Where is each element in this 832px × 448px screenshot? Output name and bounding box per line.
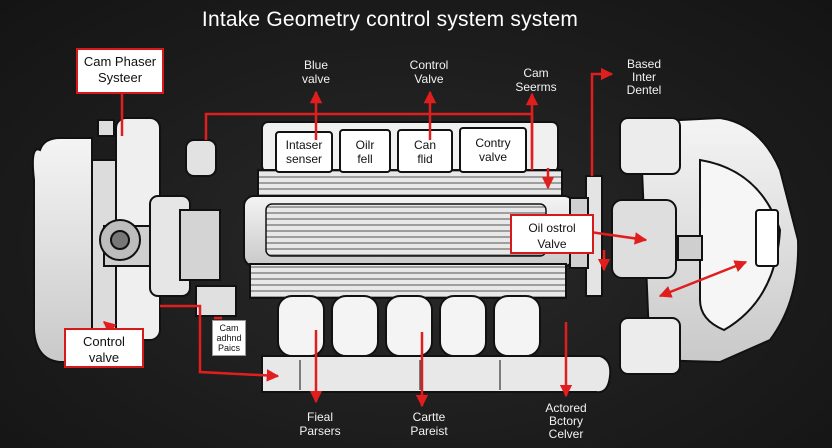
label-blue-valve: Blue valve <box>301 58 330 86</box>
label-fieal-parsers: Fieal Parsers <box>299 410 341 438</box>
label-actored-bctory-celver: Actored Bctory Celver <box>545 401 587 441</box>
label-cam-phaser-system: Cam Phaser Systeer <box>76 48 164 94</box>
label-cam-small: Cam adhnd Paics <box>212 320 246 356</box>
label-oil-control-valve: Oil ostrol Valve <box>510 214 594 254</box>
diagram-title: Intake Geometry control system system <box>201 8 579 31</box>
label-control-valve-left: Control valve <box>64 328 144 368</box>
label-cam-seems: Cam Seerms <box>515 66 557 94</box>
label-contry-valve: Contry valve <box>475 136 511 164</box>
label-control-valve-top: Control Valve <box>409 58 449 86</box>
label-oilr-fell: Oilr fell <box>355 138 375 166</box>
label-can-flid: Can flid <box>413 138 436 166</box>
label-intaser-senser: Intaser senser <box>285 138 323 166</box>
right-housing <box>569 116 800 375</box>
engine-block <box>243 121 612 394</box>
left-pulley-assembly <box>31 117 237 363</box>
label-carte-pareist: Cartte Pareist <box>410 410 448 438</box>
label-based-inter-dentel: Based Inter Dentel <box>626 57 662 97</box>
